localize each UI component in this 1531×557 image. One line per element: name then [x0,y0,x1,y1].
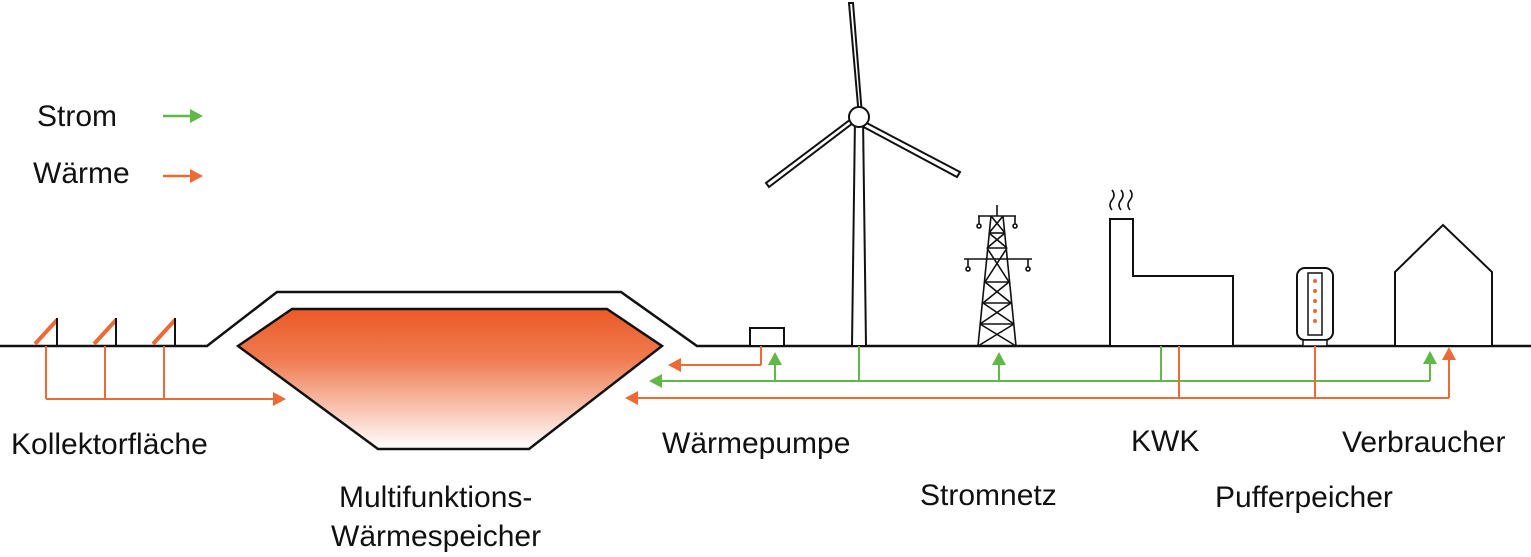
smoke-icon [1109,189,1133,211]
strom-arrow-icon [163,109,203,123]
solar-collectors [33,318,177,346]
kollektorflaeche-label: Kollektorfläche [11,428,208,461]
heat-lines [637,346,1450,399]
pufferspeicher-label: Pufferpeicher [1215,481,1393,514]
buffer-tank-icon [1296,267,1334,347]
legend-waerme-label: Wärme [33,157,130,190]
solar-collector-icon [92,318,118,346]
legend-strom-label: Strom [37,100,117,133]
legend: Strom Wärme [33,100,203,190]
multifunction-heat-storage [235,307,665,451]
power-pylon-icon [964,205,1032,347]
heat-arrow-icon [273,392,286,406]
heat-pump-heat-pipe [680,346,762,366]
collector-heat-pipe [45,346,274,400]
wind-turbine-icon [764,1,962,347]
verbraucher-label: Verbraucher [1342,426,1505,459]
ground-line [0,290,1531,348]
solar-collector-icon [33,318,59,346]
chp-plant-icon [1109,189,1234,347]
strom-arrow-icon [1423,351,1437,364]
consumer-house-icon [1394,223,1493,347]
strom-arrow-icon [649,374,662,388]
storage-label-line1: Multifunktions- [339,481,532,514]
heat-pump-icon [749,327,785,347]
kwk-label: KWK [1131,425,1199,458]
heat-arrow-icon [625,391,638,405]
strom-arrow-icon [992,352,1006,365]
stromnetz-label: Stromnetz [920,479,1057,512]
strom-arrow-icon [768,352,782,365]
heat-arrow-icon [1442,347,1456,360]
waerme-arrow-icon [163,169,203,183]
storage-label-line2: Wärmespeicher [331,520,541,553]
solar-collector-icon [151,318,177,346]
electricity-lines [661,346,1431,382]
waermepumpe-label: Wärmepumpe [662,427,850,460]
heat-arrow-icon [668,358,681,372]
